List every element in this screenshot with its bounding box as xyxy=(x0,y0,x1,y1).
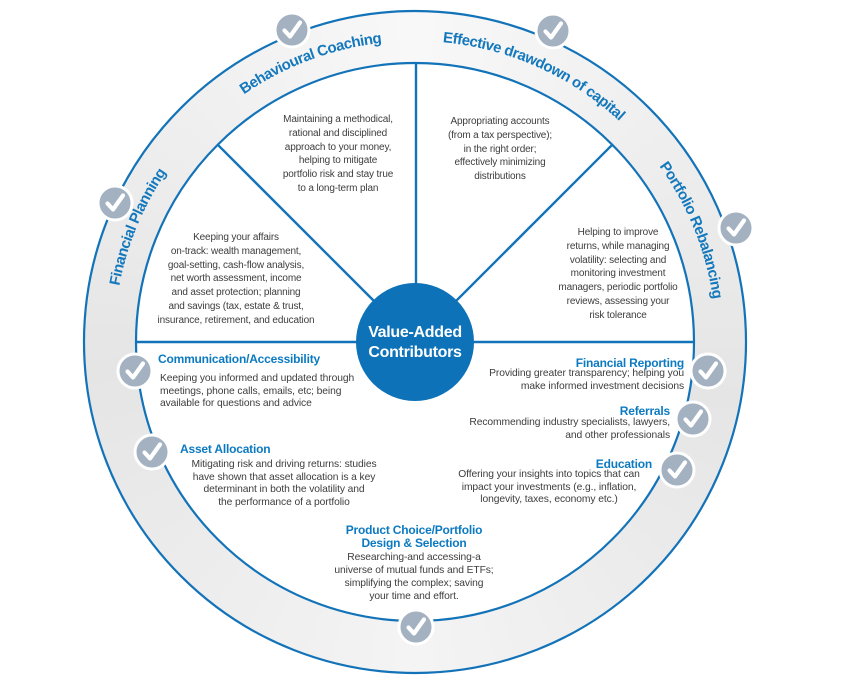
checkmark-badge xyxy=(674,400,712,438)
service-text-product-choice: Researching-and accessing-a universe of … xyxy=(334,552,494,602)
checkmark-icon xyxy=(667,460,688,479)
checkmark-badge xyxy=(397,608,435,646)
service-heading-product-choice: Product Choice/Portfolio Design & Select… xyxy=(345,523,483,550)
service-heading-education: Education xyxy=(595,457,652,471)
checkmark-badge xyxy=(658,451,696,489)
sector-text-effective-drawdown: Appropriating accounts (from a tax persp… xyxy=(447,116,553,183)
center-title: Value-Added Contributors xyxy=(368,324,462,361)
service-text-financial-reporting: Providing greater transparency; helping … xyxy=(489,368,684,392)
checkmark-icon xyxy=(142,442,163,461)
checkmark-icon xyxy=(105,193,126,212)
sector-text-behavioural-coaching: Maintaining a methodical, rational and d… xyxy=(282,114,394,194)
service-text-referrals: Recommending industry specialists, lawye… xyxy=(469,417,670,441)
service-heading-financial-reporting: Financial Reporting xyxy=(575,356,684,370)
checkmark-badge xyxy=(96,184,134,222)
checkmark-badge xyxy=(689,352,727,390)
checkmark-icon xyxy=(125,361,146,380)
checkmark-badge xyxy=(116,352,154,390)
checkmark-badge xyxy=(717,209,755,247)
sector-text-portfolio-rebalancing: Helping to improve returns, while managi… xyxy=(558,227,678,321)
checkmark-icon xyxy=(282,20,303,39)
badges-layer xyxy=(96,11,755,646)
service-heading-asset-allocation: Asset Allocation xyxy=(180,442,271,456)
checkmark-icon xyxy=(683,409,704,428)
checkmark-icon xyxy=(726,218,747,237)
checkmark-icon xyxy=(406,617,427,636)
sector-text-financial-planning: Keeping your affairs on-track: wealth ma… xyxy=(157,232,315,326)
outer-ring-circle xyxy=(82,9,748,675)
service-heading-referrals: Referrals xyxy=(619,404,670,418)
checkmark-icon xyxy=(698,361,719,380)
checkmark-icon xyxy=(543,21,564,40)
service-heading-communication: Communication/Accessibility xyxy=(158,352,320,366)
checkmark-badge xyxy=(133,433,171,471)
checkmark-badge xyxy=(273,11,311,49)
service-text-asset-allocation: Mitigating risk and driving returns: stu… xyxy=(191,459,377,508)
checkmark-badge xyxy=(534,12,572,50)
center-circle xyxy=(356,283,474,401)
service-text-communication: Keeping you informed and updated through… xyxy=(160,373,355,409)
service-text-education: Offering your insights into topics that … xyxy=(458,469,640,505)
